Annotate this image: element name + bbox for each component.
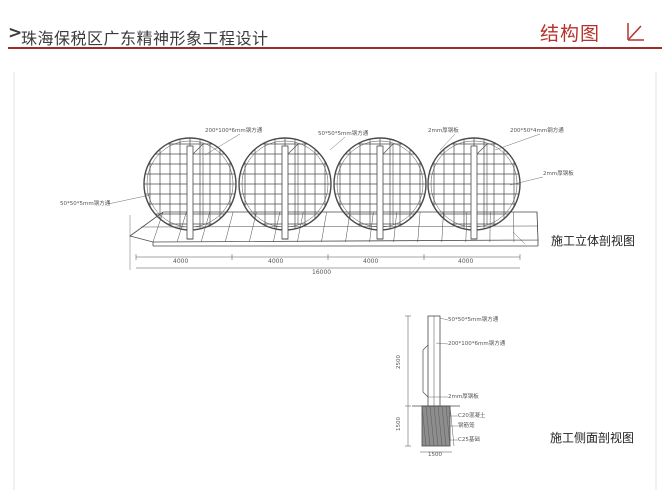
total-dim-label: 16000	[312, 269, 331, 276]
callout-label: 200*50*4mm钢方通	[510, 126, 564, 134]
dimension-line	[512, 231, 526, 245]
chevron-right-icon: >	[8, 23, 23, 43]
leader-line	[439, 133, 456, 151]
leader-line	[494, 133, 541, 151]
section-view	[405, 315, 460, 453]
elevation-view	[107, 133, 544, 270]
callout-label: 200*100*6mm钢方通	[205, 126, 263, 134]
callout-label: 50*50*5mm钢方通	[318, 129, 369, 137]
section-leader	[439, 317, 449, 321]
slide-header: > 珠海保税区广东精神形象工程设计 结构图	[0, 0, 670, 52]
callout-label: 2mm厚钢板	[543, 169, 574, 177]
section-callout: 200*100*6mm钢方通	[448, 339, 506, 347]
section-callout: C20混凝土	[458, 411, 486, 419]
foundation-hatch	[433, 405, 439, 447]
section-caption: 施工侧面剖视图	[550, 430, 634, 445]
platform-grid-line	[441, 211, 444, 243]
page-title: 珠海保税区广东精神形象工程设计	[21, 29, 269, 48]
leader-line	[329, 136, 346, 151]
corner-arrow-icon	[627, 23, 644, 41]
platform-grid-line	[369, 211, 374, 243]
section-dim-width: 1500	[428, 452, 442, 458]
support-post	[281, 145, 289, 240]
section-dim-height: 2500	[396, 355, 402, 369]
leader-line	[204, 133, 241, 156]
platform-grid-line	[273, 211, 281, 243]
foundation-hatch	[429, 405, 435, 447]
post-bracket	[192, 143, 204, 155]
leader-line	[509, 176, 544, 186]
platform-grid-line	[321, 211, 327, 243]
support-post	[186, 145, 194, 240]
dim-label: 4000	[173, 258, 188, 265]
section-callout: C25基础	[458, 435, 480, 443]
foundation-hatch	[421, 405, 427, 447]
callout-label: 2mm厚钢板	[428, 126, 459, 134]
callout-label: 50*50*5mm钢方通	[60, 199, 111, 207]
foundation-hatch	[441, 405, 447, 447]
section-callout: 2mm厚钢板	[448, 392, 479, 400]
dim-label: 4000	[268, 258, 283, 265]
section-title: 结构图	[540, 23, 601, 45]
platform-grid-line	[345, 211, 351, 243]
section-callout: 50*50*5mm钢方通	[448, 315, 499, 323]
dim-label: 4000	[363, 258, 378, 265]
platform-grid-line	[465, 211, 468, 243]
foundation-hatch	[445, 405, 451, 447]
platform-grid-line	[417, 211, 421, 243]
support-post	[376, 145, 384, 240]
section-leader	[435, 342, 449, 345]
foundation-hatch	[437, 405, 443, 447]
leader-line	[107, 194, 151, 205]
section-callout: 钢筋笼	[458, 421, 475, 429]
platform-grid-line	[536, 211, 539, 243]
section-dim-base: 1500	[396, 417, 402, 431]
foundation-hatch	[425, 405, 431, 447]
header-divider	[8, 47, 662, 49]
dim-label: 4000	[458, 258, 473, 265]
post-bracket	[287, 143, 299, 155]
support-post	[470, 145, 478, 240]
post-bracket	[476, 143, 488, 155]
section-plate	[422, 344, 429, 398]
elevation-caption: 施工立体剖视图	[551, 233, 635, 248]
post-bracket	[382, 143, 394, 155]
